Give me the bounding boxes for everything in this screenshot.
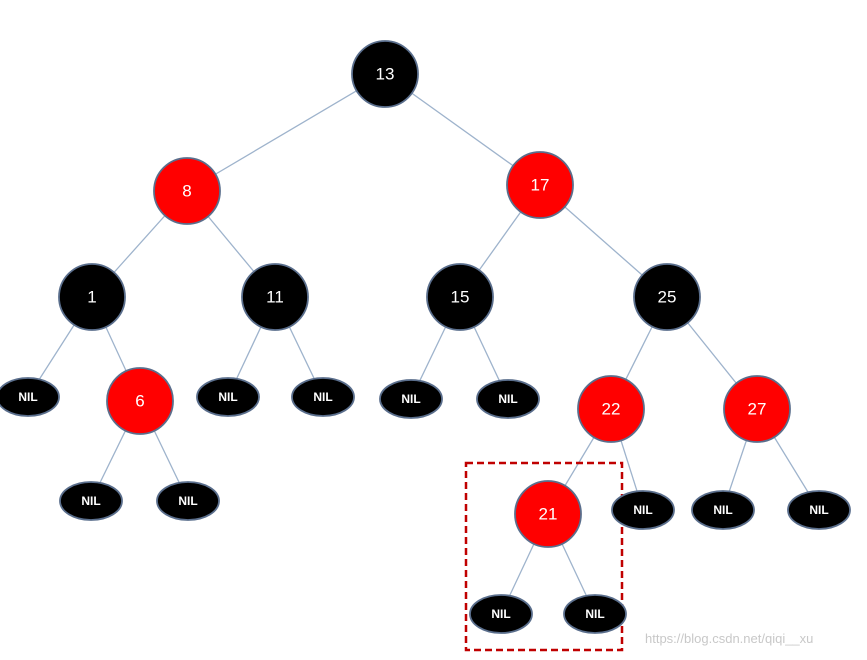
watermark: https://blog.csdn.net/qiqi__xu (645, 631, 813, 646)
nil-leaf-nil10: NIL (787, 490, 851, 530)
node-circle (106, 367, 174, 435)
edges-layer (27, 73, 820, 615)
nil-ellipse (691, 490, 755, 530)
node-circle (577, 375, 645, 443)
node-circle (514, 480, 582, 548)
node-circle (426, 263, 494, 331)
node-label: NIL (218, 390, 237, 404)
tree-node-n6: 6 (106, 367, 174, 435)
node-label: 6 (135, 392, 144, 411)
node-label: NIL (18, 390, 37, 404)
nil-ellipse (563, 594, 627, 634)
nil-leaf-nil3: NIL (291, 377, 355, 417)
node-label: 8 (182, 182, 191, 201)
nil-leaf-nil12: NIL (563, 594, 627, 634)
node-label: NIL (178, 494, 197, 508)
nil-leaf-nil1: NIL (0, 377, 60, 417)
tree-node-n27: 27 (723, 375, 791, 443)
node-label: 17 (531, 176, 550, 195)
tree-node-n17: 17 (506, 151, 574, 219)
node-label: NIL (713, 503, 732, 517)
nil-ellipse (476, 379, 540, 419)
nil-leaf-nil9: NIL (691, 490, 755, 530)
nil-leaf-nil6: NIL (59, 481, 123, 521)
nil-leaf-nil8: NIL (611, 490, 675, 530)
node-label: 11 (266, 288, 284, 307)
node-label: 27 (748, 400, 767, 419)
tree-node-n25: 25 (633, 263, 701, 331)
edge-n13-n8 (186, 73, 386, 192)
nil-ellipse (156, 481, 220, 521)
node-label: 21 (539, 505, 558, 524)
node-circle (506, 151, 574, 219)
tree-node-n15: 15 (426, 263, 494, 331)
nil-leaf-nil4: NIL (379, 379, 443, 419)
node-label: 25 (658, 288, 677, 307)
node-circle (58, 263, 126, 331)
node-circle (241, 263, 309, 331)
nil-ellipse (291, 377, 355, 417)
node-label: NIL (81, 494, 100, 508)
node-label: 13 (376, 65, 395, 84)
nil-ellipse (196, 377, 260, 417)
node-label: 15 (451, 288, 470, 307)
node-label: NIL (498, 392, 517, 406)
nil-ellipse (469, 594, 533, 634)
tree-node-n22: 22 (577, 375, 645, 443)
node-label: NIL (313, 390, 332, 404)
node-circle (633, 263, 701, 331)
tree-node-n21: 21 (514, 480, 582, 548)
node-label: NIL (491, 607, 510, 621)
tree-node-n13: 13 (351, 40, 419, 108)
tree-node-n11: 11 (241, 263, 309, 331)
nil-leaf-nil7: NIL (156, 481, 220, 521)
nil-ellipse (611, 490, 675, 530)
tree-node-n1: 1 (58, 263, 126, 331)
nil-leaf-nil5: NIL (476, 379, 540, 419)
highlight-box (464, 461, 624, 652)
node-label: 1 (87, 288, 96, 307)
nil-ellipse (59, 481, 123, 521)
node-circle (351, 40, 419, 108)
nil-ellipse (787, 490, 851, 530)
nil-leaf-nil11: NIL (469, 594, 533, 634)
node-circle (723, 375, 791, 443)
nil-ellipse (0, 377, 60, 417)
node-label: NIL (633, 503, 652, 517)
node-circle (153, 157, 221, 225)
node-label: NIL (401, 392, 420, 406)
tree-node-n8: 8 (153, 157, 221, 225)
node-label: 22 (602, 400, 621, 419)
node-label: NIL (585, 607, 604, 621)
nil-leaf-nil2: NIL (196, 377, 260, 417)
node-label: NIL (809, 503, 828, 517)
nil-ellipse (379, 379, 443, 419)
